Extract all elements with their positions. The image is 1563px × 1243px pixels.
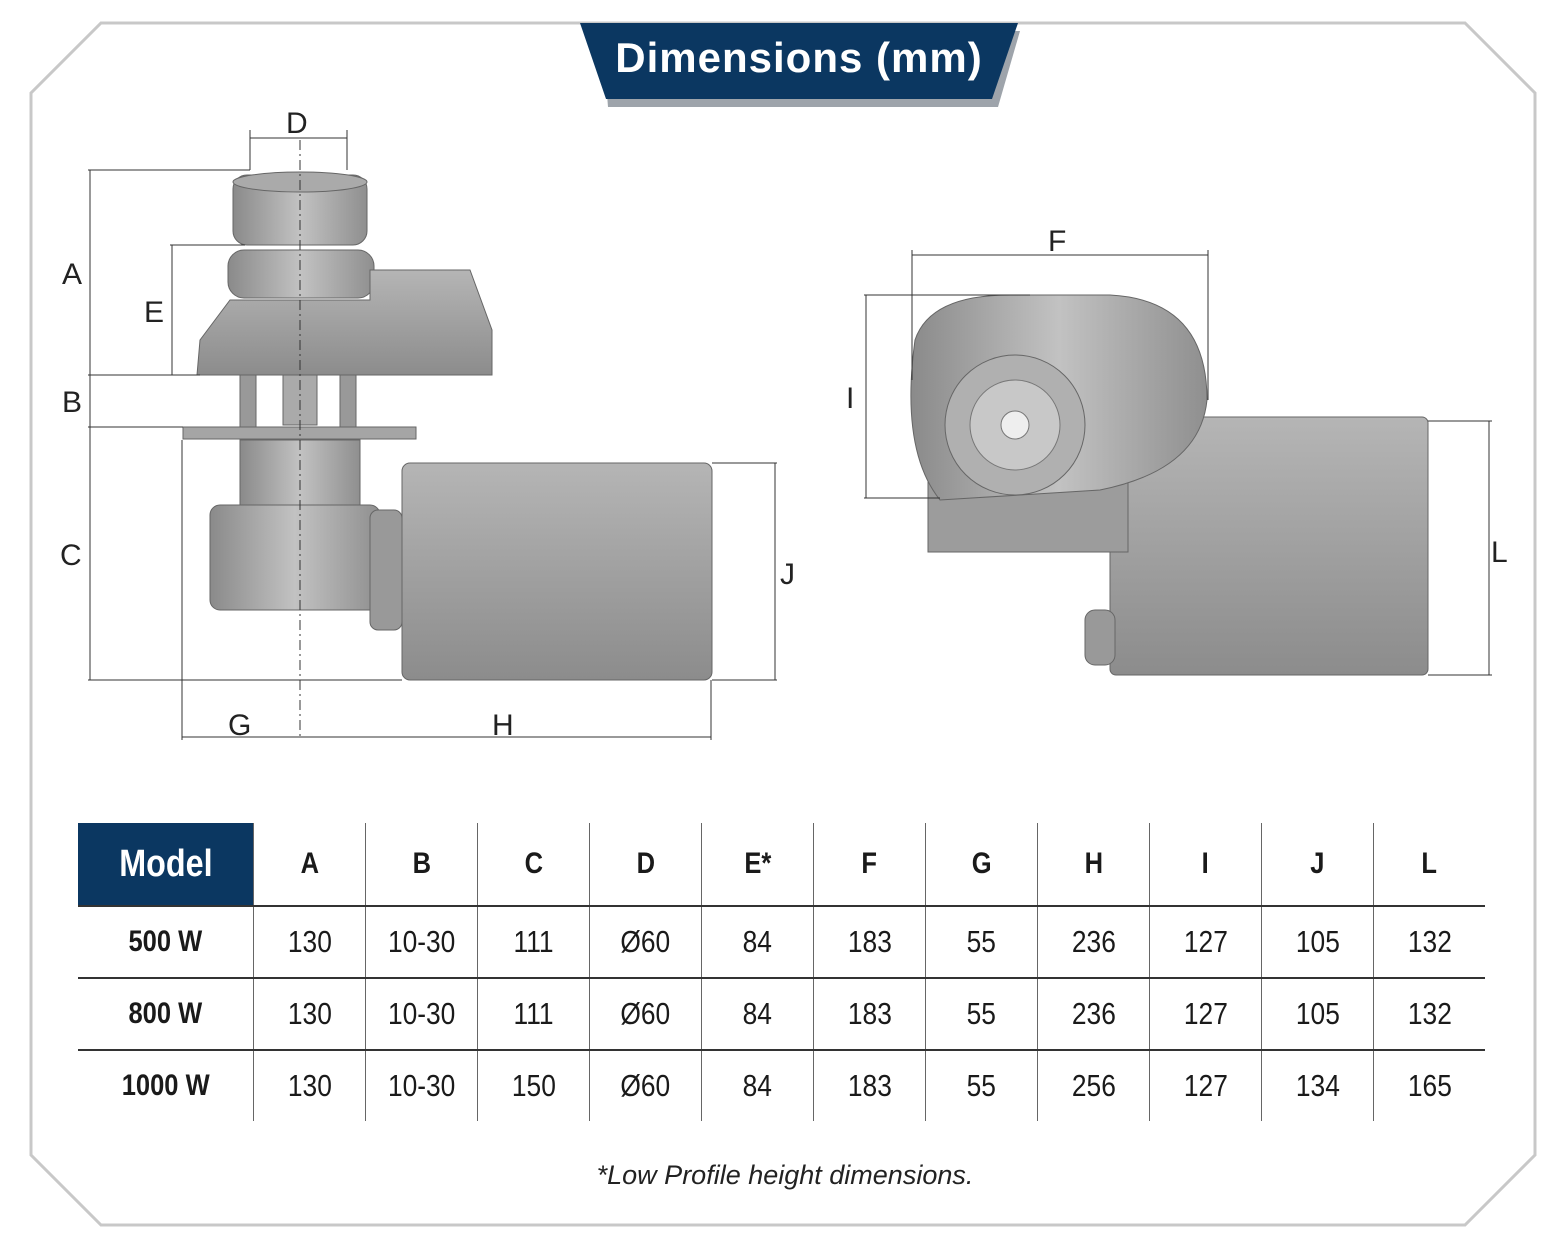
header-a: A (300, 847, 319, 880)
value-cell: 236 (1071, 996, 1116, 1031)
header-l: L (1421, 847, 1438, 880)
header-d: D (636, 847, 655, 880)
dim-label-j: J (780, 558, 795, 591)
footnote: *Low Profile height dimensions. (596, 1160, 974, 1190)
dim-label-c: C (60, 539, 82, 572)
header-model: Model (118, 842, 213, 885)
header-b: B (412, 847, 431, 880)
value-cell: 183 (847, 924, 892, 959)
dim-label-f: F (1048, 225, 1066, 258)
title-banner (580, 23, 1020, 107)
value-cell: 150 (511, 1068, 556, 1103)
value-cell: 55 (966, 996, 997, 1031)
value-cell: 84 (742, 1068, 773, 1103)
value-cell: 132 (1407, 996, 1452, 1031)
dimensions-table: Model A B C D E* F G H I J L 500 W 130 10-… (78, 823, 1485, 1121)
header-i: I (1201, 847, 1210, 880)
winch-side-view (182, 171, 713, 681)
dim-label-e: E (144, 296, 164, 329)
value-cell: 10-30 (387, 1068, 456, 1103)
value-cell: 183 (847, 996, 892, 1031)
value-cell: 165 (1407, 1068, 1452, 1103)
value-cell: 134 (1295, 1068, 1340, 1103)
dim-label-h: H (492, 709, 514, 742)
header-c: C (524, 847, 543, 880)
value-cell: 127 (1183, 1068, 1228, 1103)
value-cell: 105 (1295, 924, 1340, 959)
winch-dimension-drawing: D A E B C G H J F I L (60, 107, 1508, 742)
value-cell: 132 (1407, 924, 1452, 959)
value-cell: Ø60 (620, 924, 671, 959)
value-cell: 130 (287, 996, 332, 1031)
value-cell: 127 (1183, 996, 1228, 1031)
table-row: 1000 W 130 10-30 150 Ø60 84 183 55 256 127 134 165 (78, 1050, 1485, 1121)
value-cell: Ø60 (620, 996, 671, 1031)
value-cell: 236 (1071, 924, 1116, 959)
dim-label-d: D (286, 107, 308, 140)
value-cell: 84 (742, 924, 773, 959)
dim-label-l: L (1491, 536, 1508, 569)
value-cell: 111 (513, 996, 554, 1031)
value-cell: 84 (742, 996, 773, 1031)
value-cell: 183 (847, 1068, 892, 1103)
value-cell: 10-30 (387, 924, 456, 959)
dimension-lines (88, 130, 1492, 740)
header-h: H (1084, 847, 1103, 880)
dim-label-g: G (228, 709, 251, 742)
value-cell: 130 (287, 924, 332, 959)
header-f: F (861, 847, 878, 880)
page-title: Dimensions (mm) (615, 34, 983, 81)
value-cell: Ø60 (620, 1068, 671, 1103)
dim-label-a: A (62, 258, 82, 291)
value-cell: 127 (1183, 924, 1228, 959)
table-header-row: Model A B C D E* F G H I J L (78, 823, 1485, 907)
model-cell: 500 W (128, 925, 203, 958)
value-cell: 130 (287, 1068, 332, 1103)
value-cell: 55 (966, 924, 997, 959)
dim-label-b: B (62, 386, 82, 419)
header-j: J (1310, 847, 1325, 880)
model-cell: 1000 W (121, 1069, 210, 1102)
table-row: 800 W 130 10-30 111 Ø60 84 183 55 236 127 105 132 (78, 978, 1485, 1051)
value-cell: 256 (1071, 1068, 1116, 1103)
value-cell: 10-30 (387, 996, 456, 1031)
value-cell: 111 (513, 924, 554, 959)
header-e: E* (744, 847, 771, 880)
dim-label-i: I (846, 382, 854, 415)
model-cell: 800 W (128, 997, 203, 1030)
header-g: G (971, 847, 992, 880)
value-cell: 105 (1295, 996, 1340, 1031)
table-row: 500 W 130 10-30 111 Ø60 84 183 55 236 127 105 132 (78, 906, 1485, 979)
winch-end-view (910, 294, 1429, 676)
value-cell: 55 (966, 1068, 997, 1103)
